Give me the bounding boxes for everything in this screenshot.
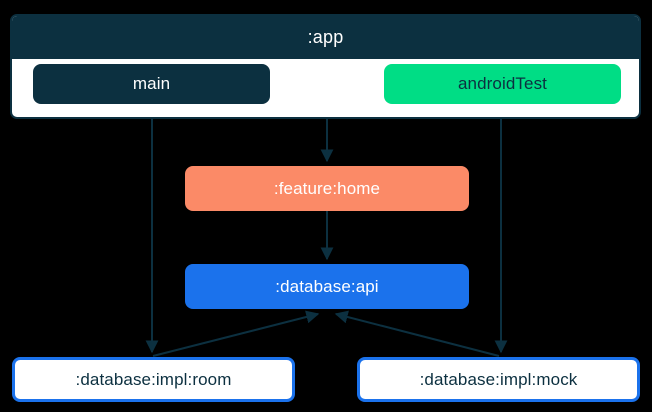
node-feature-home[interactable]: :feature:home <box>185 166 469 211</box>
node-main-label: main <box>132 74 171 93</box>
node-database-api-label: :database:api <box>275 276 379 296</box>
node-database-impl-room-label: :database:impl:room <box>75 369 232 389</box>
node-database-impl-mock[interactable]: :database:impl:mock <box>357 357 640 402</box>
node-database-impl-room[interactable]: :database:impl:room <box>12 357 295 402</box>
edge-mock-to-database-api <box>334 310 500 357</box>
node-main[interactable]: main <box>33 64 270 104</box>
node-android-test-label: androidTest <box>458 74 547 93</box>
app-module-title-bar: :app <box>12 16 639 59</box>
node-android-test[interactable]: androidTest <box>384 64 621 104</box>
node-feature-home-label: :feature:home <box>273 178 381 198</box>
app-module-label: :app <box>307 27 344 47</box>
node-database-api[interactable]: :database:api <box>185 264 469 309</box>
edge-room-to-database-api <box>152 310 320 357</box>
node-database-impl-mock-label: :database:impl:mock <box>419 369 578 389</box>
